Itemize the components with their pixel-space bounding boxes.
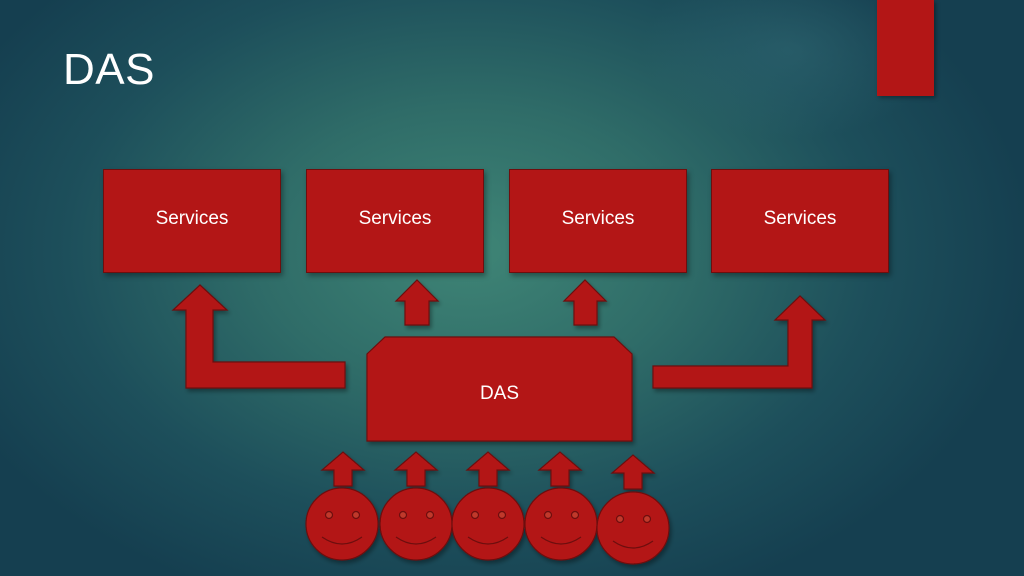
user-face-4	[524, 487, 598, 561]
smiley-icon-eye	[425, 510, 435, 520]
services-box-label: Services	[155, 207, 229, 229]
smiley-icon-eye	[324, 510, 334, 520]
up-arrow-services-2	[394, 279, 440, 326]
services-box-label: Services	[358, 207, 432, 229]
user-arrow-4	[537, 451, 583, 487]
services-box-1: Services	[103, 169, 281, 273]
user-arrow-2	[393, 451, 439, 487]
smiley-icon-mouth	[612, 540, 654, 549]
services-box-label: Services	[763, 207, 837, 229]
services-box-3: Services	[509, 169, 687, 273]
user-arrow-3	[465, 451, 511, 487]
services-box-label: Services	[561, 207, 635, 229]
up-arrow-services-3	[562, 279, 608, 326]
smiley-icon-eye	[615, 514, 625, 524]
user-arrow-1	[320, 451, 366, 487]
smiley-icon-mouth	[321, 536, 363, 545]
accent-bar	[877, 0, 934, 96]
services-box-2: Services	[306, 169, 484, 273]
smiley-icon-eye	[470, 510, 480, 520]
user-arrow-5	[610, 454, 656, 490]
das-hub-shape	[366, 336, 633, 442]
user-face-1	[305, 487, 379, 561]
slide-title: DAS	[63, 45, 155, 94]
smiley-icon-mouth	[540, 536, 582, 545]
bent-arrow-right	[652, 295, 827, 389]
smiley-icon-eye	[543, 510, 553, 520]
das-hub-label: DAS	[479, 383, 520, 404]
smiley-icon-eye	[570, 510, 580, 520]
user-face-3	[451, 487, 525, 561]
smiley-icon-eye	[398, 510, 408, 520]
smiley-icon-eye	[351, 510, 361, 520]
smiley-icon-mouth	[467, 536, 509, 545]
smiley-icon-mouth	[395, 536, 437, 545]
smiley-icon-eye	[497, 510, 507, 520]
user-face-5	[596, 491, 670, 565]
bent-arrow-left	[171, 284, 346, 389]
smiley-icon-eye	[642, 514, 652, 524]
user-face-2	[379, 487, 453, 561]
services-box-4: Services	[711, 169, 889, 273]
